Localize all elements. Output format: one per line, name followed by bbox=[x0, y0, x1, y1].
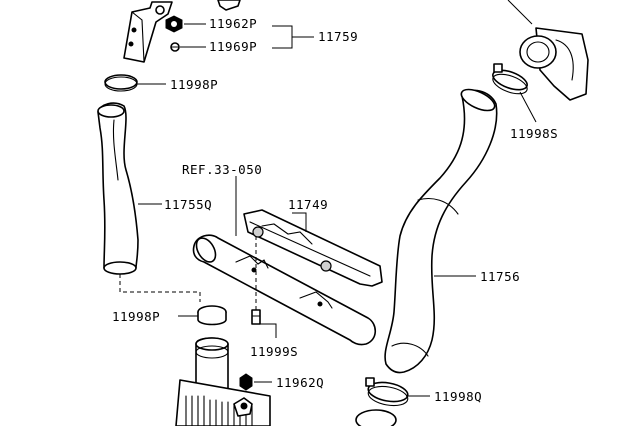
label-11962q: 11962Q bbox=[276, 375, 324, 390]
clamp-11998p-top bbox=[104, 74, 138, 92]
label-11756: 11756 bbox=[480, 269, 520, 284]
clamp-11998s bbox=[492, 63, 528, 95]
nut-11962p bbox=[165, 15, 183, 33]
clamp-11998q bbox=[365, 377, 409, 407]
hose-11756 bbox=[384, 88, 498, 374]
label-11998q: 11998Q bbox=[434, 389, 482, 404]
label-11998s: 11998S bbox=[510, 126, 558, 141]
top-bracket-fragment bbox=[217, 0, 241, 11]
nut-11962q bbox=[239, 373, 253, 391]
bolt-11999s bbox=[251, 309, 261, 325]
label-11759: 11759 bbox=[318, 29, 358, 44]
bracket-11759 bbox=[123, 1, 173, 63]
hose-end-bottom bbox=[355, 409, 397, 426]
label-11998p-bottom: 11998P bbox=[112, 309, 160, 324]
label-11969p: 11969P bbox=[209, 39, 257, 54]
plate-11749 bbox=[243, 209, 383, 287]
bolt-11969p bbox=[170, 42, 180, 52]
clamp-11998p-bottom bbox=[197, 305, 227, 326]
label-11999s: 11999S bbox=[250, 344, 298, 359]
cross-tube-ref bbox=[192, 234, 377, 346]
hose-11755q bbox=[97, 102, 139, 275]
intercooler bbox=[175, 337, 271, 426]
turbo-outlet bbox=[507, 0, 589, 101]
label-11749: 11749 bbox=[288, 197, 328, 212]
label-11755q: 11755Q bbox=[164, 197, 212, 212]
label-11962p: 11962P bbox=[209, 16, 257, 31]
label-11998p-top: 11998P bbox=[170, 77, 218, 92]
label-ref-33-050: REF.33-050 bbox=[182, 162, 262, 177]
